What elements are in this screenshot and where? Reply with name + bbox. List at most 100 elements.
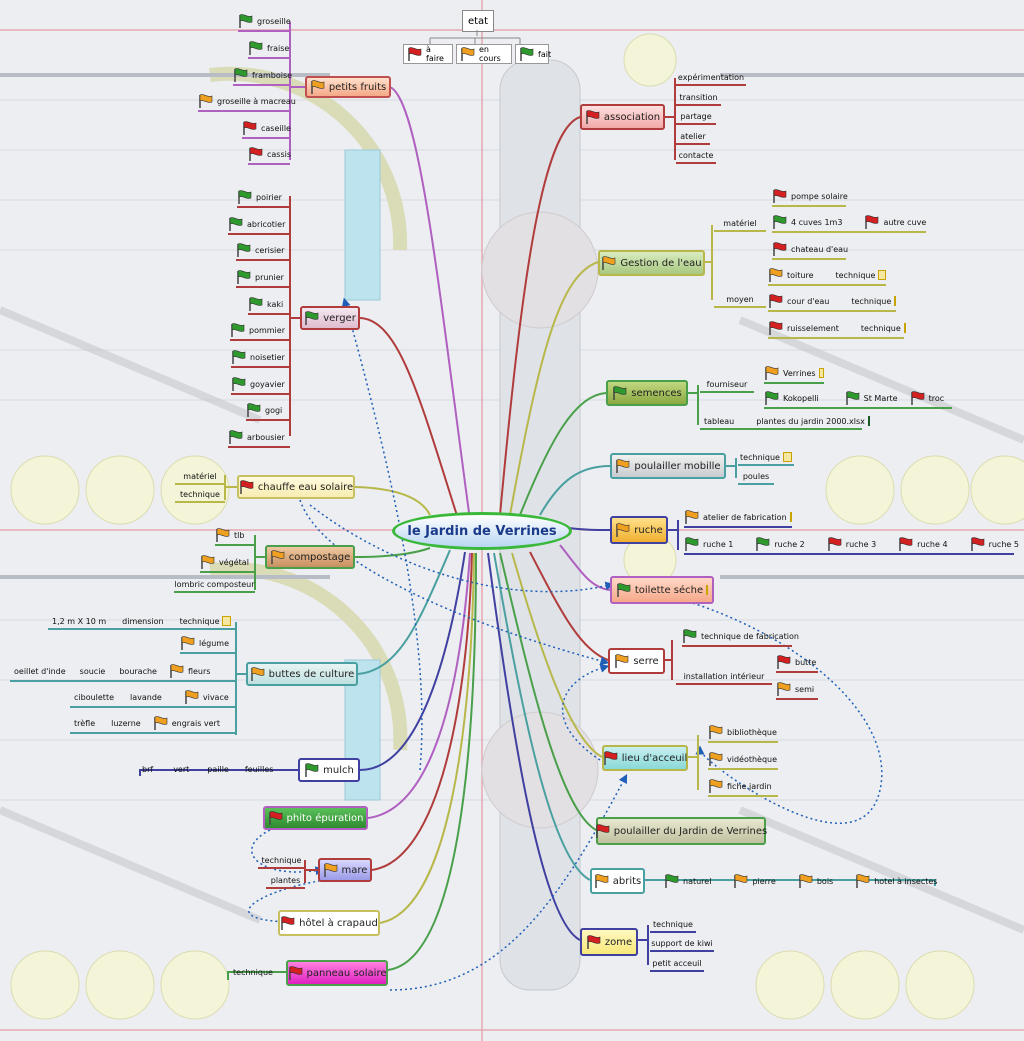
leaf-semi[interactable]: semi xyxy=(776,680,818,700)
leaf-technique-de-fabrication[interactable]: technique de fabrication xyxy=(682,627,799,647)
leaf-pompe-solaire[interactable]: pompe solaire xyxy=(772,187,848,207)
leaf-pommier[interactable]: pommier xyxy=(230,321,290,341)
leaf-plantes[interactable]: plantes xyxy=(266,873,305,889)
note-icon[interactable] xyxy=(878,270,886,280)
topic-panneau-solaire[interactable]: panneau solaire xyxy=(286,960,388,986)
note-icon[interactable] xyxy=(782,452,792,462)
topic-chauffe-eau-solaire[interactable]: chauffe eau solaire xyxy=(237,475,355,499)
leaf-butte[interactable]: butte xyxy=(776,653,818,673)
leaf-poules[interactable]: poules xyxy=(738,469,774,485)
green-flag-icon xyxy=(237,190,253,204)
topic-serre[interactable]: serre xyxy=(608,648,665,674)
leaf-label: technique xyxy=(180,489,220,499)
topic-verger[interactable]: verger xyxy=(300,306,360,330)
leaf-caseille[interactable]: caseille xyxy=(242,119,291,139)
topic-buttes-de-culture[interactable]: buttes de culture xyxy=(246,662,358,686)
topic-gestion-de-l-eau[interactable]: Gestion de l'eau xyxy=(598,250,705,276)
topic-mulch[interactable]: mulch xyxy=(298,758,360,782)
leaf-fournisseur[interactable]: fourniseur xyxy=(700,377,754,393)
topic-mare[interactable]: mare xyxy=(318,858,372,882)
leaf-abricotier[interactable]: abricotier xyxy=(228,215,290,235)
leaf-gogi[interactable]: gogi xyxy=(246,401,290,421)
leaf-kaki[interactable]: kaki xyxy=(248,295,290,315)
leaf-chateau-d-eau[interactable]: chateau d'eau xyxy=(772,240,848,260)
leaf-label: lombric composteur xyxy=(174,579,255,589)
topic-abrits[interactable]: abrits xyxy=(590,868,645,894)
leaf-eau-moyen[interactable]: moyen xyxy=(714,292,766,308)
leaf-materiel[interactable]: matériel xyxy=(175,469,225,485)
leaf-cerisier[interactable]: cerisier xyxy=(236,241,290,261)
central-topic[interactable]: le Jardin de Verrines xyxy=(392,512,572,550)
leaf-cassis[interactable]: cassis xyxy=(248,145,291,165)
note-icon[interactable] xyxy=(706,585,709,595)
leaf-videotheque[interactable]: vidéothèque xyxy=(708,750,778,770)
leaf-installation-interieur[interactable]: installation intérieur xyxy=(676,669,772,685)
topic-compostage[interactable]: compostage xyxy=(265,545,355,569)
leaf-experimentation[interactable]: expérimentation xyxy=(676,70,746,86)
leaf-panneau-technique[interactable]: technique xyxy=(228,965,278,979)
leaf-poulailler-technique[interactable]: technique xyxy=(738,450,794,466)
leaf-support-de-kiwi[interactable]: support de kiwi xyxy=(650,936,714,952)
leaf-arbousier[interactable]: arbousier xyxy=(228,428,290,448)
leaf-groseille[interactable]: groseille xyxy=(238,12,291,32)
leaf-mare-technique[interactable]: technique xyxy=(258,853,305,869)
leaf-label: pierre xyxy=(752,876,776,886)
topic-semences[interactable]: semences xyxy=(606,380,688,406)
leaf-partage[interactable]: partage xyxy=(676,109,716,125)
leaf-fraise[interactable]: fraise xyxy=(248,39,290,59)
leaf-goyavier[interactable]: goyavier xyxy=(231,375,290,395)
leaf-verrines[interactable]: Verrines xyxy=(764,364,824,384)
topic-lieu-d-acceuil[interactable]: lieu d'acceuil xyxy=(602,745,688,771)
topic-poulailler-mobille[interactable]: poulailler mobille xyxy=(610,453,726,479)
leaf-transition[interactable]: transition xyxy=(676,90,721,106)
note-icon[interactable] xyxy=(894,296,897,306)
leaf-fiche-jardin[interactable]: fiche jardin xyxy=(708,777,778,797)
topic-phito-epuration[interactable]: phito épuration xyxy=(263,806,368,830)
leaf-atelier-de-fabrication[interactable]: atelier de fabrication xyxy=(684,508,792,528)
leaf-tlb[interactable]: tlb xyxy=(215,526,255,546)
topic-hotel-a-crapaud[interactable]: hôtel à crapaud xyxy=(278,910,380,936)
leaf-abrits-chain[interactable]: naturel pierre bois hotel à insectes xyxy=(664,872,937,890)
leaf-petit-acceuil[interactable]: petit acceuil xyxy=(650,956,704,972)
note-icon[interactable] xyxy=(818,368,824,378)
leaf-lombric-composteur[interactable]: lombric composteur xyxy=(174,577,255,593)
topic-association[interactable]: association xyxy=(580,104,665,130)
topic-poulailler-jardin-de-verrines[interactable]: poulailler du Jardin de Verrines xyxy=(596,817,767,845)
leaf-label: technique xyxy=(233,967,273,977)
leaf-atelier[interactable]: atelier xyxy=(676,129,710,145)
leaf-poirier[interactable]: poirier xyxy=(237,188,290,208)
green-flag-icon xyxy=(228,430,244,444)
leaf-groseille-a-macreau[interactable]: groseille à macreau xyxy=(198,92,296,112)
leaf-contacte[interactable]: contacte xyxy=(676,148,716,164)
leaf-vegetal[interactable]: végétal xyxy=(200,553,255,573)
topic-toilette-seche[interactable]: toilette séche xyxy=(610,576,714,604)
leaf-technique[interactable]: technique xyxy=(175,487,225,503)
leaf-bibliotheque[interactable]: bibliothèque xyxy=(708,723,778,743)
topic-petits-fruits[interactable]: petits fruits xyxy=(305,76,391,98)
topic-ruche[interactable]: ruche xyxy=(610,516,668,544)
leaf-legume[interactable]: légume xyxy=(180,634,236,654)
leaf-prunier[interactable]: prunier xyxy=(236,268,290,288)
leaf-zome-technique[interactable]: technique xyxy=(650,917,696,933)
leaf-noisetier[interactable]: noisetier xyxy=(231,348,290,368)
leaf-ruches-chain[interactable]: ruche 1 ruche 2 ruche 3 ruche 4 ruche 5 xyxy=(684,535,1019,555)
leaf-framboise[interactable]: framboise xyxy=(233,66,292,86)
note-icon[interactable] xyxy=(222,616,232,626)
spreadsheet-icon[interactable] xyxy=(867,416,870,426)
note-icon[interactable] xyxy=(789,512,792,522)
topic-zome[interactable]: zome xyxy=(580,928,638,956)
topic-label: verger xyxy=(323,312,356,324)
note-icon[interactable] xyxy=(903,323,906,333)
leaf-eau-materiel[interactable]: matériel xyxy=(714,216,766,232)
